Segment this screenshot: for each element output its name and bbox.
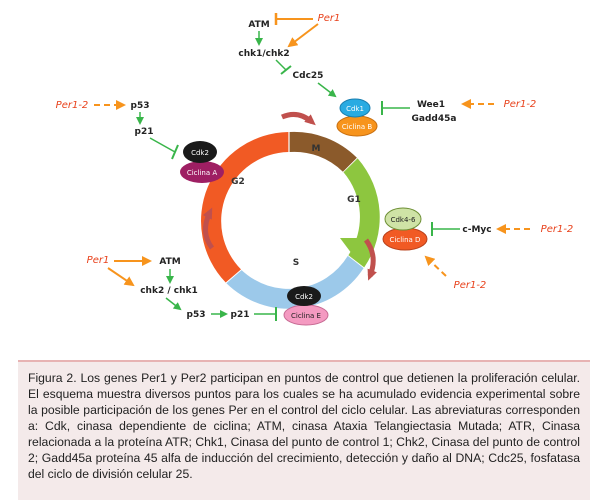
- cmyc-pathway: c-Myc Per1-2 Per1-2: [424, 222, 574, 291]
- g1-arrow-head: [340, 238, 368, 254]
- phase-g1-label: G1: [347, 195, 361, 205]
- cdk1-shape: [339, 98, 371, 118]
- phase-g2-label: G2: [231, 177, 245, 187]
- chk1-chk2-label: chk1/chk2: [238, 49, 289, 59]
- cdk2-e-label: Cdk2: [295, 293, 313, 301]
- per1-top-label: Per1: [318, 13, 341, 24]
- phase-s-segment: [226, 255, 364, 309]
- chk-inhibits-cdc25-bar: [280, 65, 292, 75]
- cdk2-a-shape: [183, 141, 217, 163]
- top-pathway: ATM Per1 chk1/chk2 Cdc25: [238, 13, 341, 98]
- cdc25-label: Cdc25: [293, 71, 324, 81]
- per12-left-label: Per1-2: [56, 100, 89, 111]
- p21-inhibits-cdk2a: [149, 137, 176, 153]
- cmyc-label: c-Myc: [462, 225, 491, 235]
- p21-inhibits-cdk2a-bar: [171, 144, 179, 160]
- cdk2-ciclina-e-complex: Cdk2 Ciclina E: [283, 286, 329, 326]
- per1-bottom-label: Per1: [87, 255, 110, 266]
- cdk1-ciclina-b-complex: Cdk1 Ciclina B: [336, 98, 378, 137]
- figure-caption: Figura 2. Los genes Per1 y Per2 particip…: [28, 371, 580, 481]
- p21-bottom-label: p21: [231, 310, 250, 320]
- phase-s-label: S: [293, 258, 299, 268]
- cdk2-a-label: Cdk2: [191, 149, 209, 157]
- per12-right-bottom-label: Per1-2: [454, 280, 487, 291]
- cdk1-label: Cdk1: [346, 105, 364, 113]
- chk2-chk1-label: chk2 / chk1: [140, 286, 198, 296]
- chk2-to-p53-arrow: [165, 297, 182, 311]
- cell-cycle-ring: M G1 S G2: [201, 131, 380, 309]
- chk-inhibits-cdc25: [275, 59, 287, 71]
- atm-top-label: ATM: [248, 20, 269, 30]
- ciclina-e-label: Ciclina E: [291, 312, 321, 320]
- gadd45a-label: Gadd45a: [412, 114, 457, 124]
- p53-top-label: p53: [131, 101, 150, 111]
- phase-m-segment: [289, 131, 357, 172]
- wee1-pathway: Wee1 Gadd45a Per1-2: [381, 99, 537, 124]
- ciclina-b-label: Ciclina B: [342, 123, 373, 131]
- ciclina-a-label: Ciclina A: [187, 169, 218, 177]
- bottom-pathway: Per1 ATM chk2 / chk1 p53 p21: [87, 255, 277, 321]
- curved-arrow-top: [280, 111, 316, 126]
- wee1-label: Wee1: [417, 100, 445, 110]
- cdk46-shape: [384, 207, 422, 231]
- per12-to-cdk46-arrow: [424, 255, 447, 277]
- per1-to-chk-arrow: [287, 23, 319, 48]
- cdc25-to-cdk1-arrow: [317, 82, 337, 98]
- caption-box: Figura 2. Los genes Per1 y Per2 particip…: [18, 360, 590, 500]
- curved-arrow-left: [202, 207, 215, 250]
- per12-right-top-label: Per1-2: [504, 99, 537, 110]
- curved-arrow-right: [363, 238, 377, 281]
- curved-arrows: [202, 111, 377, 281]
- p21-top-label: p21: [135, 127, 154, 137]
- ciclina-d-label: Ciclina D: [390, 236, 421, 244]
- phase-g1-segment: [343, 158, 380, 268]
- cdk2-e-shape: [287, 286, 321, 306]
- p53-bottom-label: p53: [187, 310, 206, 320]
- per12-right-mid-label: Per1-2: [541, 224, 574, 235]
- atm-bottom-label: ATM: [159, 257, 180, 267]
- cdk46-ciclina-d-complex: Cdk4-6 Ciclina D: [382, 207, 428, 251]
- phase-m-label: M: [312, 144, 321, 154]
- cdk2-ciclina-a-complex: Cdk2 Ciclina A: [180, 141, 224, 183]
- cell-cycle-diagram: M G1 S G2 ATM Per1 chk1/chk2 Cdc25 Cdk1 …: [56, 13, 574, 326]
- ciclina-a-shape: [180, 161, 224, 183]
- left-top-pathway: Per1-2 p53 p21: [56, 100, 179, 160]
- per1-to-chk2-arrow: [107, 267, 135, 287]
- cdk46-label: Cdk4-6: [391, 216, 416, 224]
